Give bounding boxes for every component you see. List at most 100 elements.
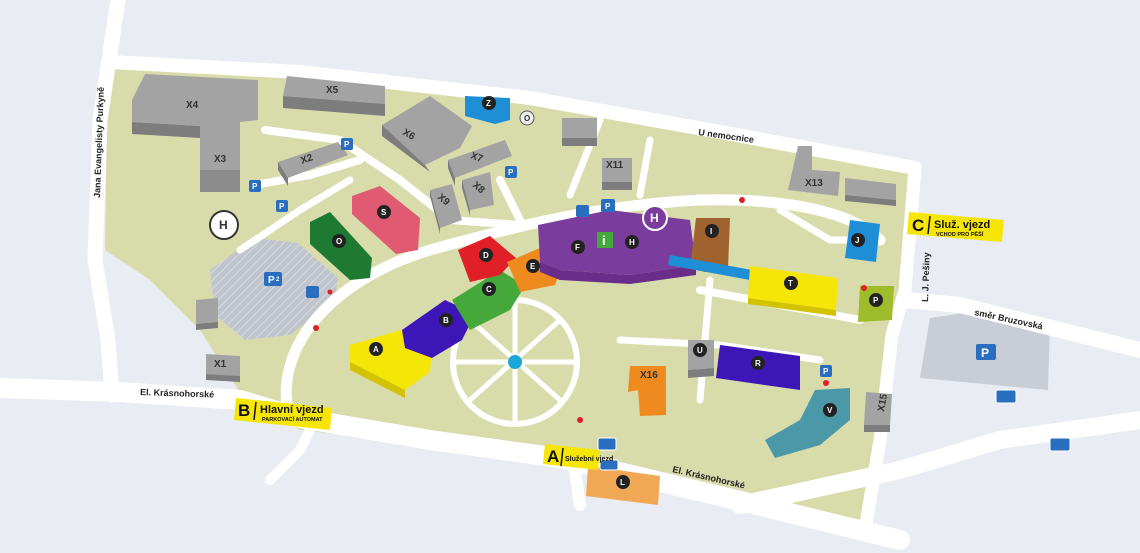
pavilion-c	[452, 270, 525, 330]
marker-o-small[interactable]: O	[519, 110, 535, 126]
helipad-roof[interactable]: H	[642, 205, 668, 231]
parking-icon[interactable]: P	[820, 365, 832, 377]
entrance-sign-b[interactable]: B Hlavní vjezd PARKOVACÍ AUTOMAT	[234, 398, 332, 430]
marker-a[interactable]: A	[369, 342, 383, 356]
building-x13	[788, 146, 896, 206]
marker-c[interactable]: C	[482, 282, 496, 296]
building-x15	[864, 392, 892, 432]
svg-text:P: P	[268, 275, 275, 286]
info-sign-label: i	[602, 233, 606, 248]
svg-text:P: P	[344, 140, 350, 149]
building-x2-label: X2	[299, 152, 315, 167]
marker-h[interactable]: H	[625, 235, 639, 249]
svg-text:T: T	[788, 279, 793, 288]
building-x9	[430, 184, 462, 234]
svg-text:D: D	[483, 251, 489, 260]
building-x13-label: X13	[805, 178, 823, 189]
svg-text:B: B	[443, 316, 449, 325]
building-x1-label: X1	[214, 359, 227, 370]
svg-text:R: R	[755, 359, 761, 368]
bus-icon[interactable]	[597, 437, 617, 451]
pavilion-markers: A B C D E F H I T R U O S Z O J P V L	[332, 96, 883, 489]
marker-b[interactable]: B	[439, 313, 453, 327]
marker-l[interactable]: L	[616, 475, 630, 489]
building-x4-label: X4	[186, 100, 199, 111]
entrance-b-title: Hlavní vjezd	[260, 404, 324, 416]
svg-text:P: P	[823, 367, 829, 376]
building-x7-label: X7	[469, 150, 485, 165]
marker-v[interactable]: V	[823, 403, 837, 417]
marker-e[interactable]: E	[526, 259, 540, 273]
building-x1	[206, 354, 240, 382]
svg-text:P: P	[252, 182, 258, 191]
parking-icon[interactable]: P	[505, 166, 517, 178]
building-x6-label: X6	[401, 127, 417, 143]
building-x4	[132, 74, 258, 192]
parking-icon[interactable]: P	[249, 180, 261, 192]
building-x5-label: X5	[326, 85, 339, 96]
svg-text:S: S	[381, 208, 387, 217]
building-x3-label: X3	[214, 154, 227, 165]
marker-j[interactable]: J	[851, 233, 865, 247]
bus-icon[interactable]	[995, 389, 1017, 404]
parking-icon[interactable]: P	[601, 199, 615, 212]
building-x16-label: X16	[640, 370, 658, 381]
parking-icon[interactable]: P	[276, 200, 288, 212]
corridor-blue	[668, 255, 752, 280]
building-small-gray-west	[196, 298, 218, 330]
parking-lot-p2	[210, 238, 338, 340]
marker-f[interactable]: F	[571, 240, 585, 254]
marker-i[interactable]: I	[705, 224, 719, 238]
entrance-b-letter: B	[238, 401, 250, 420]
street-el-krasnohorske-west: El. Krásnohorské	[140, 387, 214, 400]
marker-p[interactable]: P	[869, 293, 883, 307]
parking-icon[interactable]: P	[341, 138, 353, 150]
building-small-gray-north	[562, 118, 597, 146]
svg-text:Z: Z	[486, 99, 491, 108]
wheelchair-icon	[576, 205, 589, 217]
helipad-west-label: H	[219, 218, 228, 232]
pavilion-b	[402, 300, 475, 358]
marker-t[interactable]: T	[784, 276, 798, 290]
svg-text:P: P	[873, 296, 879, 305]
helipad-west[interactable]: H	[209, 210, 239, 240]
entrance-c-subtitle: VCHOD PRO PĚŠÍ	[936, 230, 984, 238]
svg-text:E: E	[530, 262, 536, 271]
entrance-sign-c[interactable]: C Služ. vjezd VCHOD PRO PĚŠÍ	[907, 212, 1004, 242]
building-x8	[462, 172, 494, 216]
marker-s[interactable]: S	[377, 205, 391, 219]
entrance-c-title: Služ. vjezd	[934, 219, 990, 231]
marker-d[interactable]: D	[479, 248, 493, 262]
street-l-j-pesiny: L. J. Pešiny	[920, 252, 932, 302]
building-x15-label: X15	[876, 393, 890, 413]
entrance-b-subtitle: PARKOVACÍ AUTOMAT	[262, 415, 323, 423]
pavilion-z	[465, 96, 510, 124]
svg-text:I: I	[710, 227, 712, 236]
marker-o[interactable]: O	[332, 234, 346, 248]
building-x11	[602, 158, 632, 190]
bus-icon[interactable]	[599, 459, 619, 471]
info-sign[interactable]: i	[597, 232, 613, 248]
building-x6	[382, 96, 472, 172]
marker-u[interactable]: U	[693, 343, 707, 357]
marker-z[interactable]: Z	[482, 96, 496, 110]
svg-text:L: L	[620, 478, 625, 487]
marker-r[interactable]: R	[751, 356, 765, 370]
svg-text:P: P	[605, 202, 611, 211]
svg-text:2: 2	[276, 277, 280, 283]
svg-text:J: J	[855, 236, 859, 245]
entrance-sign-a[interactable]: A Služební vjezd	[543, 444, 613, 470]
svg-text:H: H	[629, 238, 635, 247]
parking-icon-east[interactable]: P	[976, 344, 996, 360]
bus-icon[interactable]	[1049, 437, 1071, 452]
parking-icon-p2[interactable]: P 2	[264, 272, 282, 286]
red-markers	[313, 197, 867, 423]
building-x2	[278, 142, 348, 186]
svg-text:P: P	[508, 168, 514, 177]
entrance-a-letter: A	[547, 447, 559, 466]
svg-text:P: P	[279, 202, 285, 211]
svg-text:O: O	[336, 237, 342, 246]
svg-text:A: A	[373, 345, 379, 354]
entrance-a-title: Služební vjezd	[565, 456, 613, 463]
